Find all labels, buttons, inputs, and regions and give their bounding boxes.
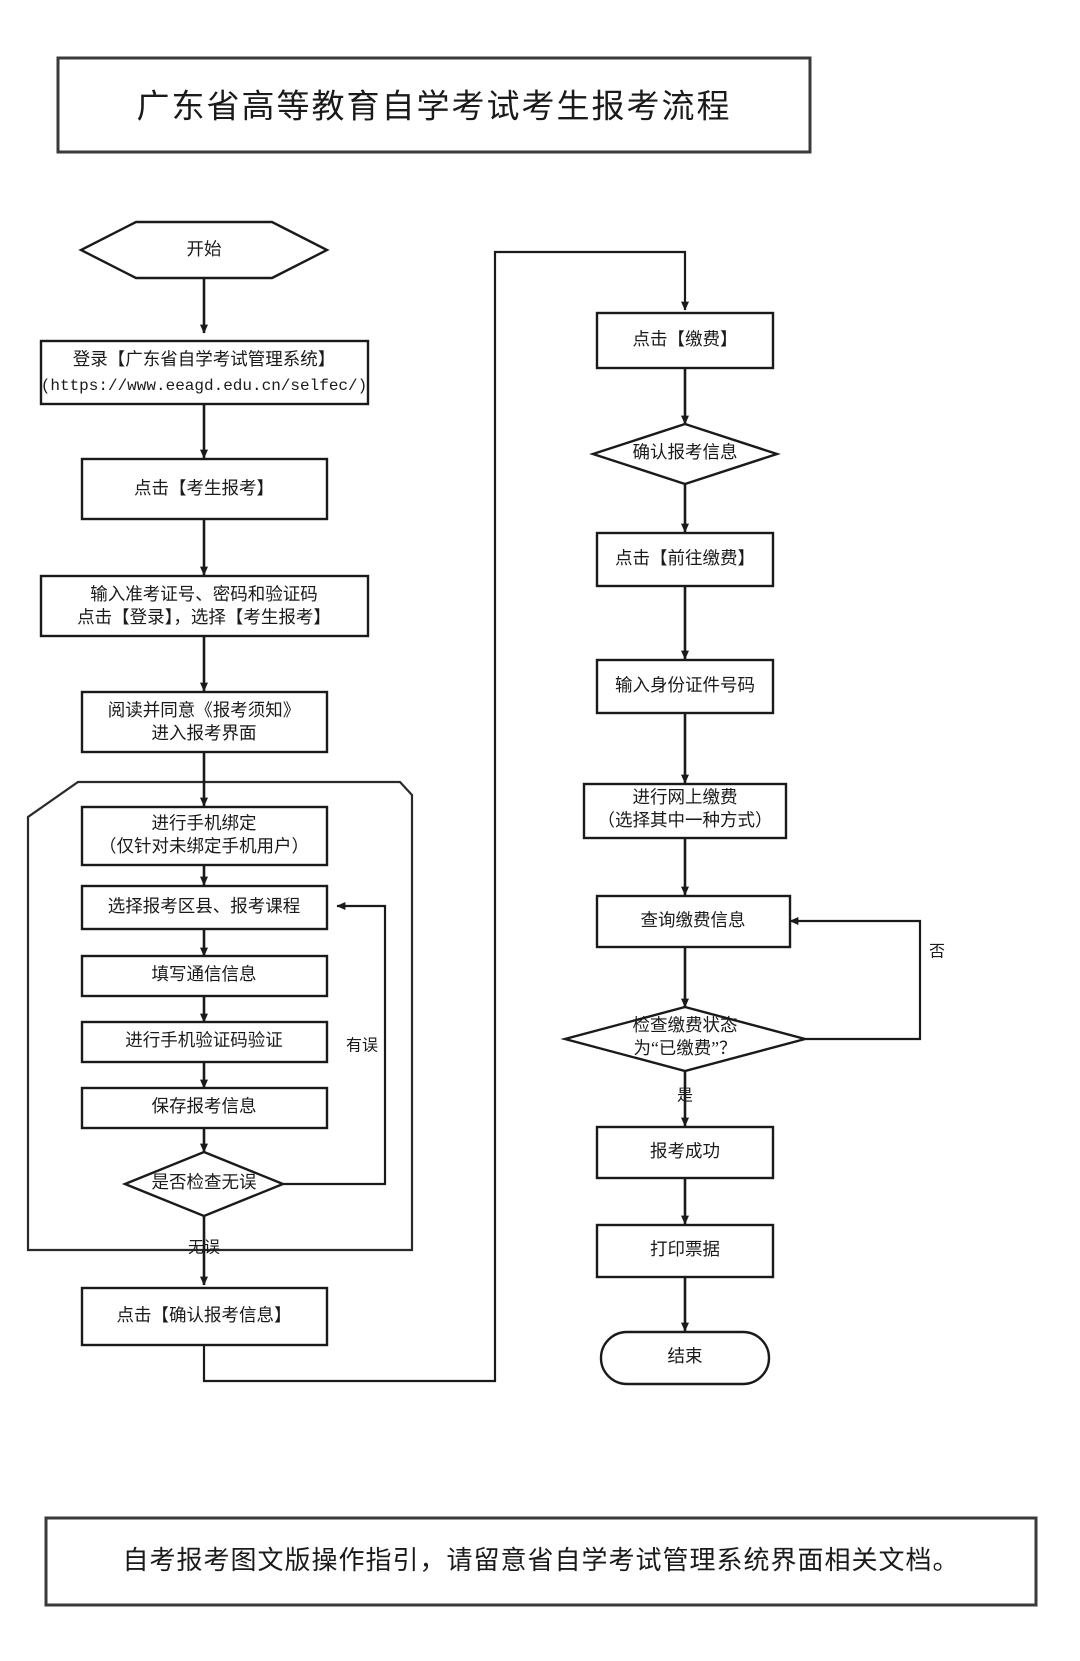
node-online-payment[interactable]: 进行网上缴费 （选择其中一种方式） <box>582 782 788 840</box>
node-check-paid-status-decision[interactable]: 检查缴费状态 为“已缴费”？ <box>560 1005 810 1073</box>
footer-frame: 自考报考图文版操作指引，请留意省自学考试管理系统界面相关文档。 <box>44 1516 1038 1607</box>
node-confirm-registration-info[interactable]: 点击【确认报考信息】 <box>80 1286 329 1347</box>
node-login[interactable]: 登录【广东省自学考试管理系统】 (https://www.eeagd.edu.c… <box>39 339 370 406</box>
node-click-payment[interactable]: 点击【缴费】 <box>595 311 775 370</box>
node-online-payment-line1: 进行网上缴费 <box>633 787 738 807</box>
node-read-notice[interactable]: 阅读并同意《报考须知》 进入报考界面 <box>80 690 329 754</box>
node-login-label: 登录【广东省自学考试管理系统】 <box>73 349 336 369</box>
node-fill-contact-info[interactable]: 填写通信信息 <box>80 954 329 998</box>
node-login-url: (https://www.eeagd.edu.cn/selfec/) <box>41 377 367 395</box>
node-fill-contact-info-label: 填写通信信息 <box>152 964 257 984</box>
footer-note: 自考报考图文版操作指引，请留意省自学考试管理系统界面相关文档。 <box>122 1546 959 1575</box>
node-bind-phone[interactable]: 进行手机绑定 （仅针对未绑定手机用户） <box>80 805 329 867</box>
left-column-connectors <box>200 250 689 1383</box>
node-confirm-exam-info-decision-label: 确认报考信息 <box>633 442 738 462</box>
node-select-area-courses[interactable]: 选择报考区县、报考课程 <box>80 884 329 931</box>
page-title: 广东省高等教育自学考试考生报考流程 <box>137 89 732 126</box>
node-verify-sms-code[interactable]: 进行手机验证码验证 <box>80 1020 329 1064</box>
node-enter-credentials-line1: 输入准考证号、密码和验证码 <box>90 584 318 604</box>
node-start[interactable]: 开始 <box>78 220 330 280</box>
node-enter-id-number-label: 输入身份证件号码 <box>615 675 755 695</box>
node-read-notice-line2: 进入报考界面 <box>152 723 257 743</box>
node-query-payment-info-label: 查询缴费信息 <box>641 910 746 930</box>
node-check-correct-decision-label: 是否检查无误 <box>152 1172 257 1192</box>
node-confirm-registration-info-label: 点击【确认报考信息】 <box>117 1305 292 1325</box>
node-online-payment-line2: （选择其中一种方式） <box>598 810 773 830</box>
node-print-receipt-label: 打印票据 <box>650 1239 720 1259</box>
node-confirm-exam-info-decision[interactable]: 确认报考信息 <box>589 422 781 486</box>
node-bind-phone-line1: 进行手机绑定 <box>152 813 257 833</box>
node-end[interactable]: 结束 <box>599 1330 771 1386</box>
node-enter-credentials[interactable]: 输入准考证号、密码和验证码 点击【登录】，选择【考生报考】 <box>39 574 370 638</box>
node-check-correct-decision[interactable]: 是否检查无误 <box>121 1150 287 1218</box>
node-select-area-courses-label: 选择报考区县、报考课程 <box>108 896 301 916</box>
node-query-payment-info[interactable]: 查询缴费信息 <box>595 894 792 949</box>
edge-label-yes: 是 <box>677 1088 693 1105</box>
node-save-registration-info[interactable]: 保存报考信息 <box>80 1086 329 1130</box>
node-save-registration-info-label: 保存报考信息 <box>152 1096 257 1116</box>
node-check-paid-status-line1: 检查缴费状态 <box>633 1015 738 1035</box>
edge-label-no: 否 <box>929 944 945 961</box>
node-end-label: 结束 <box>668 1346 703 1366</box>
node-start-label: 开始 <box>187 239 222 259</box>
node-goto-payment[interactable]: 点击【前往缴费】 <box>595 531 775 588</box>
right-column-connectors <box>681 368 922 1332</box>
node-enter-id-number[interactable]: 输入身份证件号码 <box>595 658 775 715</box>
edge-label-has-error: 有误 <box>346 1037 378 1055</box>
node-verify-sms-code-label: 进行手机验证码验证 <box>125 1030 283 1050</box>
node-read-notice-line1: 阅读并同意《报考须知》 <box>108 700 301 720</box>
node-print-receipt[interactable]: 打印票据 <box>595 1223 775 1279</box>
title-frame: 广东省高等教育自学考试考生报考流程 <box>56 56 812 154</box>
node-click-signup-label: 点击【考生报考】 <box>134 478 274 498</box>
node-registration-success-label: 报考成功 <box>650 1141 720 1161</box>
node-check-paid-status-line2: 为“已缴费”？ <box>633 1038 736 1058</box>
phone-binding-group-container <box>26 780 414 1252</box>
node-goto-payment-label: 点击【前往缴费】 <box>615 548 755 568</box>
node-bind-phone-line2: （仅针对未绑定手机用户） <box>99 836 309 856</box>
node-click-signup[interactable]: 点击【考生报考】 <box>80 457 329 521</box>
node-click-payment-label: 点击【缴费】 <box>633 329 738 349</box>
node-enter-credentials-line2: 点击【登录】，选择【考生报考】 <box>77 607 331 627</box>
node-registration-success[interactable]: 报考成功 <box>595 1125 775 1180</box>
edge-label-no-error: 无误 <box>188 1239 220 1257</box>
